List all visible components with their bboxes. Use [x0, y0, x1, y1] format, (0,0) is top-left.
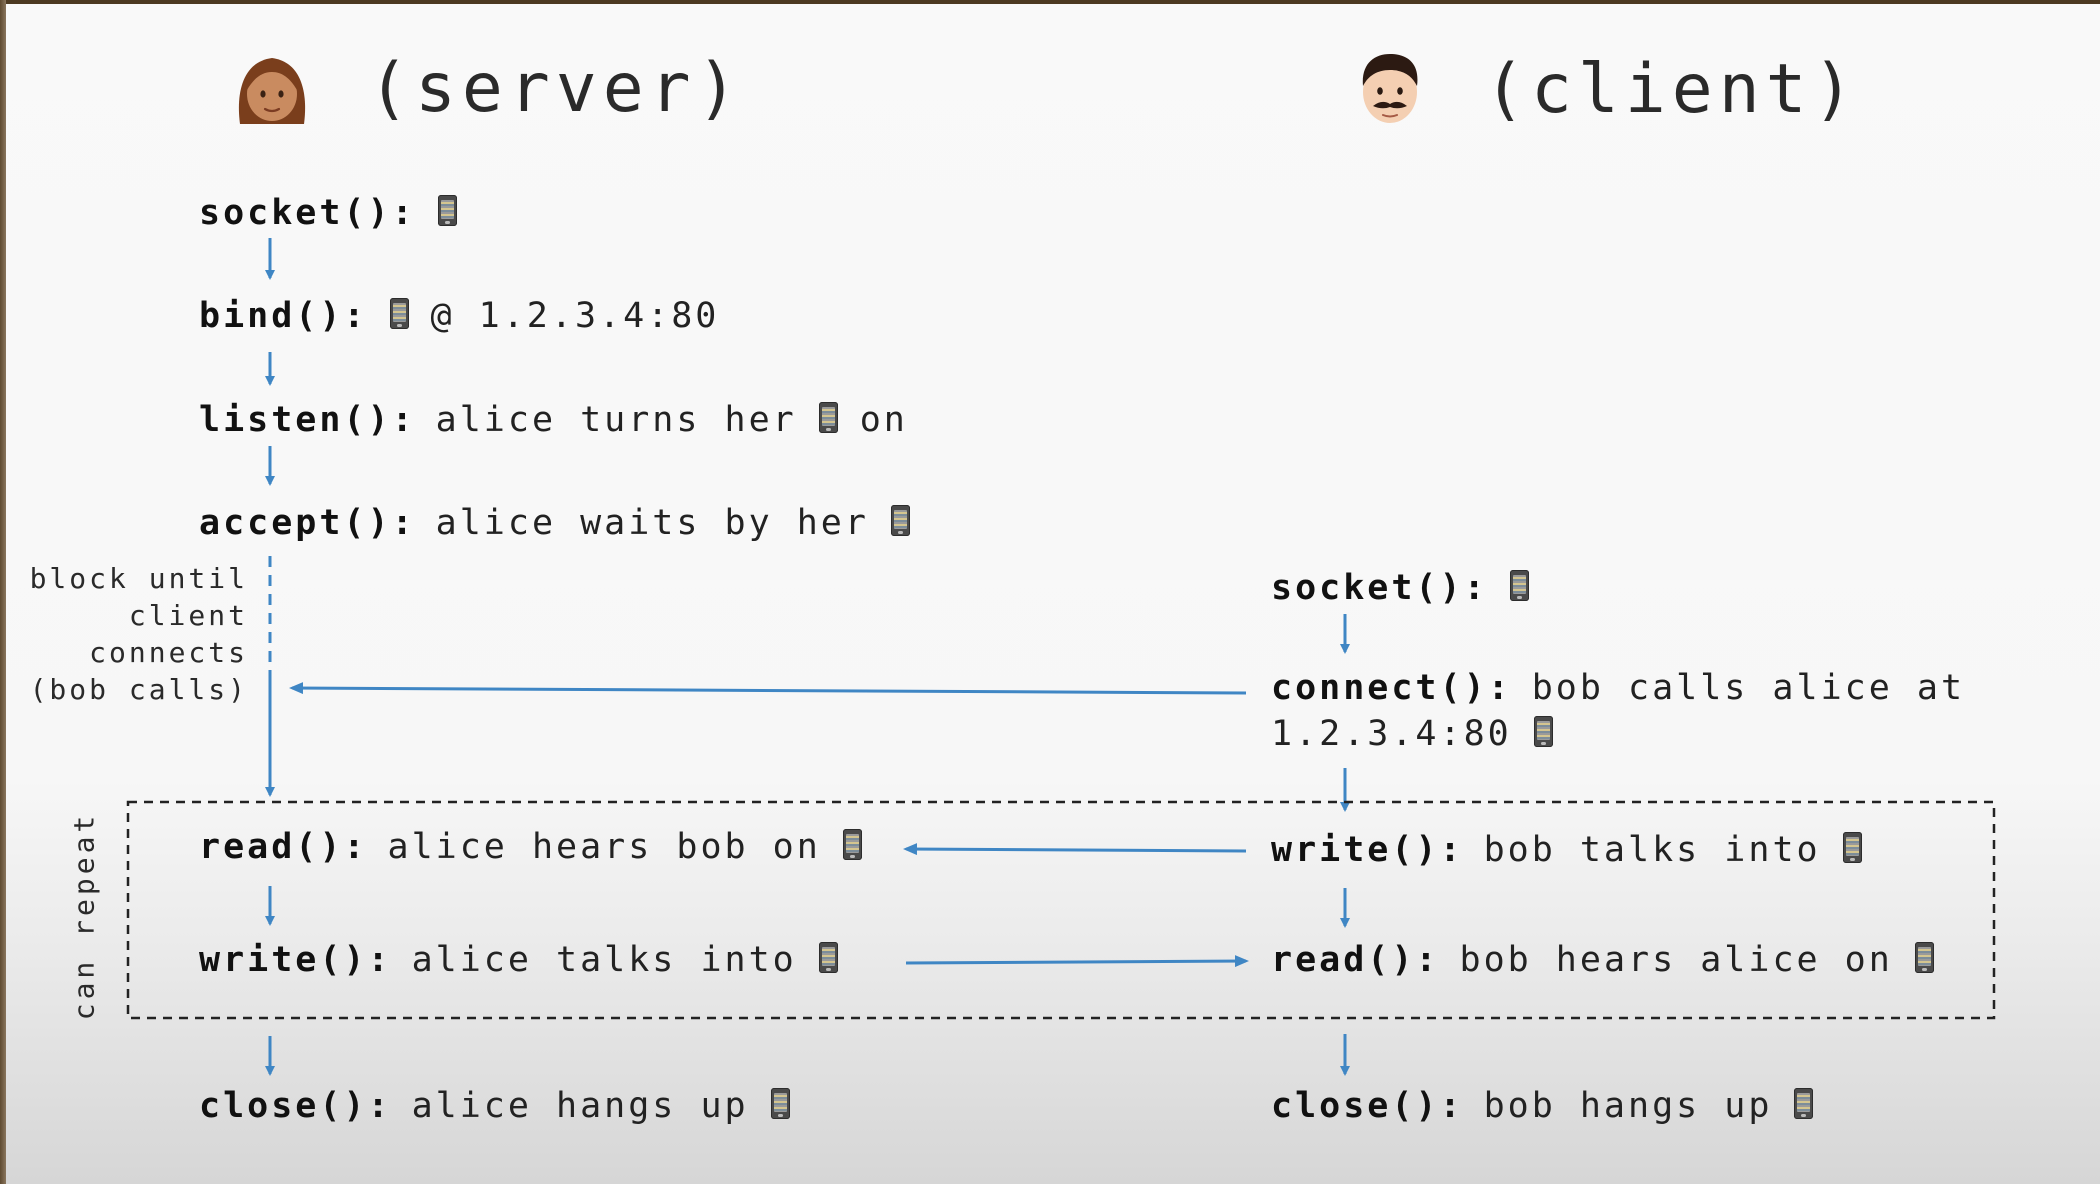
server-step-write: write(): alice talks into — [199, 938, 860, 982]
client-step-connect: connect(): bob calls alice at — [1271, 666, 1965, 710]
phone-icon — [437, 194, 457, 226]
server-header: (server) — [232, 48, 744, 128]
phone-icon — [389, 297, 409, 329]
server-listen-text-after: on — [859, 400, 908, 440]
server-step-socket: socket(): — [199, 191, 479, 235]
server-accept-fn: accept(): — [199, 503, 416, 543]
client-connect-address: 1.2.3.4:80 — [1271, 714, 1512, 754]
server-close-text: alice hangs up — [411, 1086, 749, 1126]
client-close-fn: close(): — [1271, 1086, 1464, 1126]
block-note-line: connects — [89, 636, 248, 669]
server-write-fn: write(): — [199, 940, 392, 980]
server-bind-fn: bind(): — [199, 296, 368, 336]
client-connect-fn: connect(): — [1271, 668, 1512, 708]
server-read-text: alice hears bob on — [387, 827, 821, 867]
server-header-label: (server) — [368, 48, 744, 128]
phone-icon — [1794, 1087, 1814, 1119]
server-read-fn: read(): — [199, 827, 368, 867]
block-note-line: client — [128, 599, 248, 632]
phone-icon — [890, 504, 910, 536]
server-step-read: read(): alice hears bob on — [199, 825, 884, 869]
client-close-text: bob hangs up — [1483, 1086, 1773, 1126]
server-listen-text: alice turns her — [435, 400, 797, 440]
arrow-client-write-to-server-read — [903, 843, 1247, 856]
block-note-line: (bob calls) — [29, 673, 248, 706]
server-step-listen: listen(): alice turns her on — [199, 398, 908, 442]
woman-emoji-icon — [238, 58, 306, 124]
server-step-close: close(): alice hangs up — [199, 1084, 812, 1128]
phone-icon — [770, 1087, 790, 1119]
client-connect-text: bob calls alice at — [1531, 668, 1966, 708]
phone-icon — [842, 828, 862, 860]
client-write-fn: write(): — [1271, 830, 1464, 870]
phone-icon — [818, 401, 838, 433]
frame-left-border — [0, 0, 6, 1184]
arrow-server-write-to-client-read — [905, 955, 1249, 968]
phone-icon — [818, 941, 838, 973]
client-step-close: close(): bob hangs up — [1271, 1084, 1835, 1128]
arrow-connect-to-accept — [289, 682, 1247, 695]
client-write-text: bob talks into — [1483, 830, 1821, 870]
can-repeat-label: can repeat — [67, 811, 101, 1021]
server-socket-fn: socket(): — [199, 193, 416, 233]
phone-icon — [1533, 715, 1553, 747]
phone-icon — [1509, 569, 1529, 601]
client-read-fn: read(): — [1271, 940, 1440, 980]
client-step-socket: socket(): — [1271, 566, 1551, 610]
client-step-connect-line2: 1.2.3.4:80 — [1271, 712, 1575, 756]
client-header-label: (client) — [1484, 49, 1860, 129]
server-bind-text: @ 1.2.3.4:80 — [430, 296, 720, 336]
client-read-text: bob hears alice on — [1459, 940, 1893, 980]
client-step-write: write(): bob talks into — [1271, 828, 1884, 872]
server-close-fn: close(): — [199, 1086, 392, 1126]
server-step-accept: accept(): alice waits by her — [199, 501, 932, 545]
server-listen-fn: listen(): — [199, 400, 416, 440]
block-until-note: block until client connects (bob calls) — [30, 560, 248, 708]
frame-top-border — [0, 0, 2100, 4]
phone-icon — [1842, 831, 1862, 863]
client-header: (client) — [1352, 48, 1860, 130]
server-accept-text: alice waits by her — [435, 503, 869, 543]
server-step-bind: bind(): @ 1.2.3.4:80 — [199, 294, 719, 338]
repeat-box — [126, 800, 1996, 1020]
client-socket-fn: socket(): — [1271, 568, 1488, 608]
phone-icon — [1914, 941, 1934, 973]
server-write-text: alice talks into — [411, 940, 797, 980]
client-step-read: read(): bob hears alice on — [1271, 938, 1956, 982]
block-note-line: block until — [29, 562, 248, 595]
man-emoji-icon — [1362, 54, 1418, 123]
